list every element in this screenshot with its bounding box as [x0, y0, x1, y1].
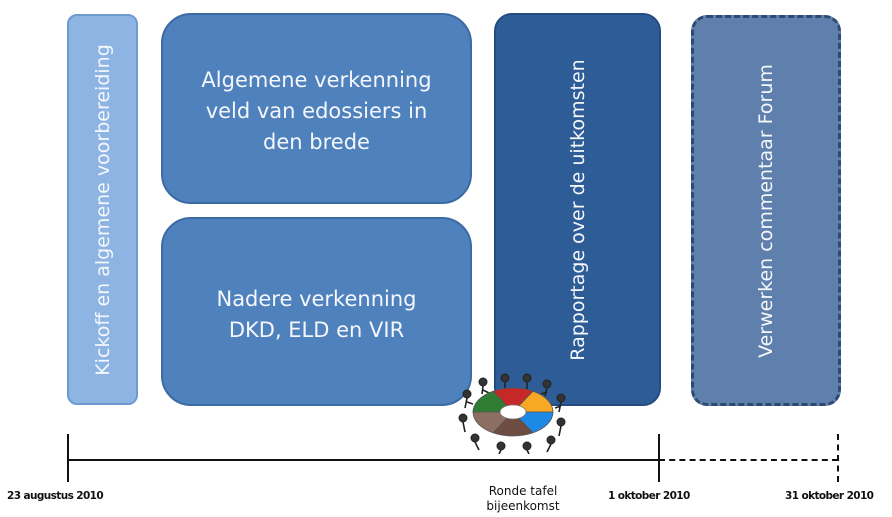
detailed-exploration-box: Nadere verkenning DKD, ELD en VIR	[161, 217, 472, 406]
timeline-end-tick	[837, 434, 839, 482]
reporting-phase-box: Rapportage over de uitkomsten	[494, 13, 661, 406]
timeline-solid-line	[67, 459, 659, 461]
forum-phase-box: Verwerken commentaar Forum	[691, 15, 841, 406]
kickoff-phase-label: Kickoff en algemene voorbereiding	[91, 43, 114, 376]
kickoff-phase-box: Kickoff en algemene voorbereiding	[67, 14, 138, 405]
timeline-end-date: 31 oktober 2010	[785, 490, 874, 502]
forum-phase-label: Verwerken commentaar Forum	[755, 63, 777, 358]
general-exploration-box: Algemene verkenning veld van edossiers i…	[161, 13, 472, 204]
round-table-meeting-icon	[453, 372, 573, 455]
timeline-mid-date: 1 oktober 2010	[608, 490, 690, 502]
meeting-caption: Ronde tafel bijeenkomst	[486, 484, 560, 513]
timeline-mid-tick	[658, 434, 660, 482]
detailed-exploration-label: Nadere verkenning DKD, ELD en VIR	[216, 287, 417, 342]
reporting-phase-label: Rapportage over de uitkomsten	[566, 58, 589, 361]
general-exploration-label: Algemene verkenning veld van edossiers i…	[201, 68, 432, 154]
timeline-start-date: 23 augustus 2010	[7, 490, 104, 502]
timeline-start-tick	[67, 434, 69, 482]
timeline-dashed-line	[659, 459, 838, 461]
